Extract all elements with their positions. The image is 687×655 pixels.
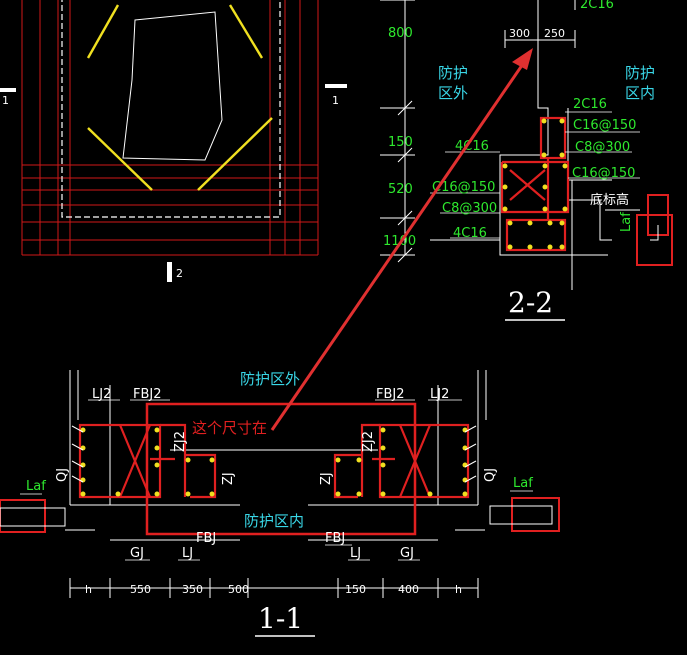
rebar-label-2: C16@150: [573, 118, 636, 133]
label-fbj-right: FBJ: [325, 531, 345, 546]
label-zj-left: ZJ: [221, 472, 236, 485]
label-fbj2-right: FBJ2: [376, 387, 405, 402]
dim-300: 300: [509, 27, 530, 40]
rebar-label-3: C8@300: [575, 140, 630, 155]
rebar-label-5: C16@150: [572, 166, 635, 181]
dim-150: 150: [345, 583, 366, 596]
top-rebar-label: 2C16: [580, 0, 614, 12]
rebar-label-4: 4C16: [455, 139, 489, 154]
dim-500: 500: [228, 583, 249, 596]
dim-h-right: h: [455, 583, 462, 596]
outside-label-1: 防护: [438, 64, 468, 82]
section-marker-right: 1: [332, 94, 339, 107]
section-2-2: 800 150 520 1100 300 250 2C16 防护 区外 防护 区…: [380, 0, 673, 321]
label-zj2-left: ZJ2: [173, 431, 188, 452]
laf-label-left: Laf: [26, 479, 46, 494]
dim-250: 250: [544, 27, 565, 40]
dim-400: 400: [398, 583, 419, 596]
dim-550: 550: [130, 583, 151, 596]
rebar-label-7: C8@300: [442, 201, 497, 216]
rebar-label-8: 4C16: [453, 226, 487, 241]
dim-350: 350: [182, 583, 203, 596]
label-qj-left: QJ: [55, 468, 70, 482]
dim-800: 800: [388, 26, 413, 41]
section-marker-left: 1: [2, 94, 9, 107]
label-zj-right: ZJ: [319, 472, 334, 485]
section-marker-bottom: 2: [176, 267, 183, 280]
section-1-1: 防护区外 防护区内 LJ2 FBJ2 FBJ2 LJ2 QJ ZJ2 ZJ ZJ…: [0, 370, 560, 637]
label-lj2-left: LJ2: [92, 387, 111, 402]
label-lj-right: LJ: [350, 546, 361, 561]
inside-label-1-1: 防护区内: [244, 512, 304, 530]
outside-label-2: 区外: [438, 84, 468, 102]
outside-label-1-1: 防护区外: [240, 370, 300, 388]
plan-view: 1 1 2: [0, 0, 347, 282]
section-2-2-title: 2-2: [508, 286, 553, 319]
annotation-arrow: [270, 48, 533, 431]
label-fbj-left: FBJ: [196, 531, 216, 546]
label-gj-right: GJ: [400, 546, 414, 561]
section-1-1-title: 1-1: [258, 602, 303, 635]
label-gj-left: GJ: [130, 546, 144, 561]
inside-label-1: 防护: [625, 64, 655, 82]
label-lj2-right: LJ2: [430, 387, 449, 402]
annotation-text: 这个尺寸在: [192, 419, 267, 437]
dim-520: 520: [388, 182, 413, 197]
dim-h-left: h: [85, 583, 92, 596]
bottom-elevation-label: 底标高: [590, 192, 629, 208]
label-qj-right: QJ: [483, 468, 498, 482]
label-fbj2-left: FBJ2: [133, 387, 162, 402]
inside-label-2: 区内: [625, 84, 655, 102]
rebar-label-1: 2C16: [573, 97, 607, 112]
highlight-box: [145, 402, 417, 536]
laf-label-right: Laf: [513, 476, 533, 491]
laf-label-2-2: Laf: [619, 212, 634, 232]
rebar-label-6: C16@150: [432, 180, 495, 195]
label-lj-left: LJ: [182, 546, 193, 561]
dim-150: 150: [388, 135, 413, 150]
label-zj2-right: ZJ2: [361, 431, 376, 452]
